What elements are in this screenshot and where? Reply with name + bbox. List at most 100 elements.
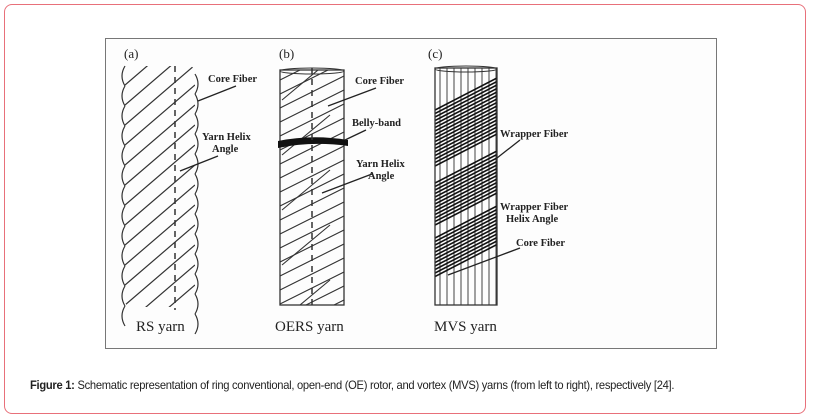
rs-label-helix-2: Angle — [212, 144, 239, 155]
mvs-yarn-drawing — [435, 68, 497, 305]
mvs-yarn-outline — [434, 67, 498, 306]
panel-a-tag: (a) — [124, 46, 138, 61]
figure-card — [4, 4, 806, 414]
fiber-line — [435, 181, 497, 216]
fiber-line — [435, 205, 497, 239]
ply-bump — [121, 285, 199, 315]
belly-band — [278, 137, 348, 148]
fiber-line — [125, 124, 195, 186]
fiber-line — [435, 115, 497, 150]
mvs-label-helix-1: Wrapper Fiber — [500, 202, 568, 213]
fiber-line — [281, 70, 319, 101]
mvs-label-core-fiber: Core Fiber — [516, 238, 565, 249]
fiber-line — [435, 167, 497, 202]
rs-label-core-fiber: Core Fiber — [208, 74, 257, 85]
rs-yarn-label: RS yarn — [136, 319, 185, 335]
caption-label: Figure 1: — [30, 378, 75, 392]
fiber-line — [435, 129, 497, 164]
oers-label-helix-1: Yarn Helix — [356, 159, 405, 170]
fiber-line — [435, 150, 497, 184]
oers-leader-belly — [344, 129, 367, 141]
fiber-line — [435, 80, 497, 115]
ply-bump — [121, 105, 199, 135]
fiber-line — [125, 304, 195, 307]
fiber-line — [299, 279, 331, 305]
fiber-line — [435, 105, 497, 139]
fiber-line — [280, 215, 344, 249]
fiber-line — [435, 119, 497, 153]
oers-leader-helix — [321, 173, 373, 194]
caption-text: Schematic representation of ring convent… — [74, 378, 675, 392]
rs-yarn-drawing — [125, 66, 195, 307]
fiber-line — [435, 192, 497, 226]
fiber-line — [435, 84, 497, 118]
fiber-line — [435, 240, 497, 274]
oers-yarn-label: OERS yarn — [275, 319, 344, 335]
fiber-line — [125, 104, 195, 166]
ply-bump — [121, 305, 199, 335]
ply-bump — [121, 265, 199, 295]
oers-label-belly-band: Belly-band — [352, 118, 401, 129]
fiber-line — [125, 284, 195, 307]
fiber-line — [125, 84, 195, 146]
fiber-line — [435, 233, 497, 267]
fiber-line — [435, 215, 497, 250]
fiber-line — [435, 153, 497, 188]
fiber-line — [435, 188, 497, 223]
fiber-line — [435, 108, 497, 143]
panel-b-tag: (b) — [279, 46, 294, 61]
rs-leader-core — [197, 85, 237, 102]
fiber-line — [435, 178, 497, 212]
rs-label-helix-1: Yarn Helix — [202, 132, 251, 143]
fiber-line — [280, 201, 344, 235]
mvs-leader-wrapper — [496, 139, 521, 159]
ply-bump — [121, 125, 199, 155]
mvs-yarn-top — [434, 65, 498, 73]
fiber-line — [125, 184, 195, 246]
mvs-label-helix-2: Helix Angle — [506, 214, 559, 225]
fiber-line — [280, 103, 344, 137]
ply-bump — [121, 205, 199, 235]
ply-bump — [121, 165, 199, 195]
fiber-line — [435, 133, 497, 167]
fiber-line — [435, 208, 497, 243]
fiber-line — [125, 164, 195, 226]
ply-bump — [121, 225, 199, 255]
fiber-line — [435, 157, 497, 191]
fiber-line — [280, 70, 330, 95]
fiber-line — [435, 126, 497, 160]
fiber-line — [435, 236, 497, 271]
fiber-line — [435, 160, 497, 195]
fiber-line — [125, 244, 195, 306]
fiber-line — [280, 257, 344, 291]
fiber-line — [125, 66, 195, 86]
fiber-line — [435, 122, 497, 157]
fiber-line — [435, 229, 497, 264]
fiber-line — [435, 212, 497, 246]
rs-yarn-outline — [121, 65, 199, 335]
ply-bump — [121, 245, 199, 275]
fiber-line — [435, 112, 497, 146]
fiber-line — [281, 114, 331, 156]
fiber-line — [435, 87, 497, 122]
fiber-line — [125, 224, 195, 286]
oers-leader-core — [327, 87, 377, 107]
fiber-line — [435, 98, 497, 132]
fiber-line — [281, 224, 331, 266]
fiber-line — [435, 219, 497, 253]
figure-caption: Figure 1: Schematic representation of ri… — [30, 378, 674, 392]
mvs-yarn-label: MVS yarn — [434, 319, 497, 335]
ply-bump — [121, 65, 199, 95]
oers-label-core-fiber: Core Fiber — [355, 76, 404, 87]
fiber-line — [435, 174, 497, 209]
fiber-line — [435, 226, 497, 260]
mvs-leader-core — [447, 247, 521, 276]
ply-bump — [121, 145, 199, 175]
fiber-line — [435, 91, 497, 125]
fiber-line — [435, 222, 497, 257]
fiber-line — [435, 171, 497, 205]
mvs-label-wrapper-fiber: Wrapper Fiber — [500, 129, 568, 140]
fiber-line — [435, 94, 497, 129]
ply-bump — [121, 185, 199, 215]
